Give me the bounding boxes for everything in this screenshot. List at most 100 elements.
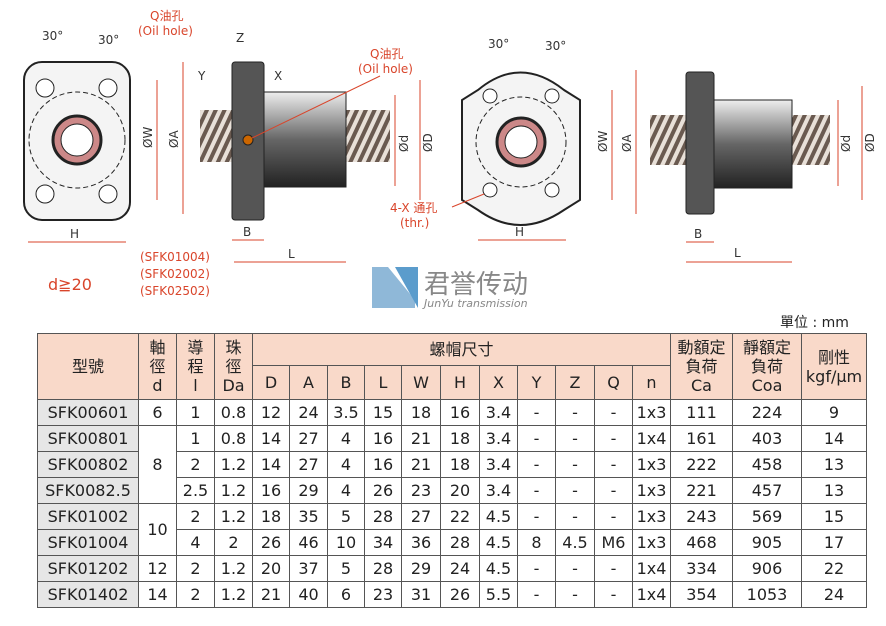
model-cell: SFK01402	[37, 581, 139, 608]
value-cell: 16	[364, 425, 402, 452]
dim-z: Z	[236, 31, 244, 45]
value-cell: 2	[214, 529, 253, 556]
value-cell: 906	[732, 555, 802, 582]
angle-label: 30°	[488, 37, 509, 51]
value-cell: 13	[801, 477, 867, 504]
value-cell: 161	[670, 425, 733, 452]
value-cell: 2	[176, 503, 215, 530]
value-cell: 15	[364, 399, 402, 426]
header-nut-z: Z	[555, 365, 595, 400]
oil-hole-label-en: (Oil hole)	[358, 62, 413, 76]
value-cell: 4	[176, 529, 215, 556]
value-cell: -	[517, 581, 556, 608]
value-cell: 28	[364, 503, 402, 530]
value-cell: 20	[252, 555, 290, 582]
value-cell: -	[517, 399, 556, 426]
value-cell: 27	[289, 451, 328, 478]
value-cell: 1.2	[214, 503, 253, 530]
dim-a: ØA	[620, 134, 634, 152]
dim-d-small: Ød	[839, 135, 853, 152]
value-cell: 8	[138, 425, 177, 504]
dim-x: X	[274, 69, 282, 83]
value-cell: 243	[670, 503, 733, 530]
value-cell: 4.5	[555, 529, 595, 556]
model-note: (SFK02502)	[140, 284, 210, 298]
value-cell: 0.8	[214, 399, 253, 426]
side-view-right	[650, 71, 863, 263]
value-cell: 21	[401, 451, 441, 478]
value-cell: 17	[801, 529, 867, 556]
model-note: (SFK02002)	[140, 267, 210, 281]
value-cell: -	[517, 451, 556, 478]
front-view-left	[23, 61, 184, 243]
brand-name-cn: 君誉传动	[424, 270, 528, 300]
header-nut-dims: 螺帽尺寸	[252, 333, 671, 366]
value-cell: 1x3	[632, 451, 671, 478]
dim-y: Y	[197, 69, 206, 83]
value-cell: 22	[440, 503, 480, 530]
value-cell: 16	[364, 451, 402, 478]
value-cell: 36	[401, 529, 441, 556]
angle-label: 30°	[545, 39, 566, 53]
value-cell: 21	[252, 581, 290, 608]
value-cell: 3.4	[479, 425, 518, 452]
header-nut-w: W	[401, 365, 441, 400]
value-cell: 12	[252, 399, 290, 426]
dim-h: H	[515, 225, 524, 239]
dim-h: H	[70, 227, 79, 241]
value-cell: -	[594, 477, 633, 504]
dim-l: L	[734, 246, 741, 260]
value-cell: 1053	[732, 581, 802, 608]
value-cell: -	[594, 581, 633, 608]
value-cell: -	[594, 555, 633, 582]
brand-logo: 君誉传动 JunYu transmission	[372, 267, 528, 310]
value-cell: 6	[138, 399, 177, 426]
value-cell: 1x3	[632, 399, 671, 426]
front-view-right	[461, 70, 637, 241]
value-cell: 1	[176, 399, 215, 426]
value-cell: 10	[138, 503, 177, 556]
dim-b: B	[243, 225, 251, 239]
value-cell: 35	[289, 503, 328, 530]
value-cell: 26	[252, 529, 290, 556]
value-cell: 334	[670, 555, 733, 582]
oil-hole-label-cn: Q油孔	[370, 47, 403, 61]
value-cell: -	[517, 477, 556, 504]
value-cell: 29	[401, 555, 441, 582]
side-view-left	[200, 61, 421, 263]
value-cell: 27	[401, 503, 441, 530]
value-cell: 18	[440, 425, 480, 452]
value-cell: -	[555, 451, 595, 478]
model-cell: SFK00601	[37, 399, 139, 426]
value-cell: 18	[252, 503, 290, 530]
value-cell: 3.4	[479, 477, 518, 504]
value-cell: 1x3	[632, 477, 671, 504]
value-cell: -	[594, 425, 633, 452]
model-cell: SFK01002	[37, 503, 139, 530]
value-cell: 4	[327, 477, 365, 504]
value-cell: 8	[517, 529, 556, 556]
value-cell: 24	[440, 555, 480, 582]
model-cell: SFK01004	[37, 529, 139, 556]
dim-b: B	[694, 227, 702, 241]
value-cell: 22	[801, 555, 867, 582]
value-cell: 457	[732, 477, 802, 504]
value-cell: -	[594, 503, 633, 530]
value-cell: 24	[801, 581, 867, 608]
value-cell: 27	[289, 425, 328, 452]
value-cell: 16	[252, 477, 290, 504]
header-nut-b: B	[327, 365, 365, 400]
value-cell: -	[555, 581, 595, 608]
value-cell: 4.5	[479, 503, 518, 530]
value-cell: 12	[138, 555, 177, 582]
header-nut-q: Q	[594, 365, 633, 400]
